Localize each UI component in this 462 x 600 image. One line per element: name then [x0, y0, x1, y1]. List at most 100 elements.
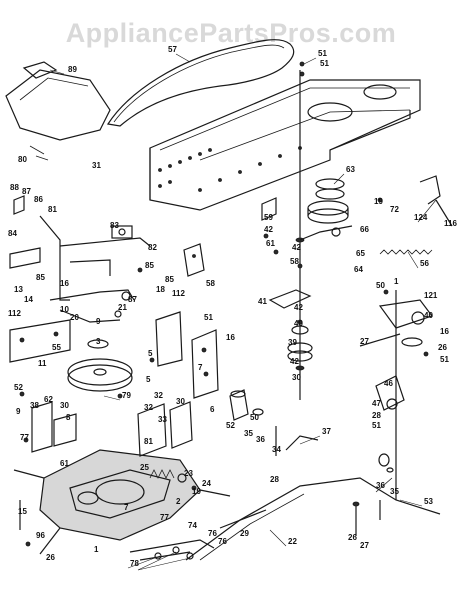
part-callout-40: 40	[294, 319, 303, 328]
part-callout-47: 47	[372, 399, 381, 408]
bushings	[229, 389, 264, 421]
part-callout-19: 19	[192, 487, 201, 496]
part-callout-7: 7	[198, 363, 203, 372]
part-callout-64: 64	[354, 265, 363, 274]
part-callout-52: 52	[14, 383, 23, 392]
part-callout-21: 21	[118, 303, 127, 312]
part-callout-7: 7	[124, 503, 129, 512]
part-callout-83: 83	[110, 221, 119, 230]
part-callout-36: 36	[256, 435, 265, 444]
part-callout-76: 76	[208, 529, 217, 538]
chassis-frame	[149, 79, 421, 211]
part-callout-34: 34	[272, 445, 281, 454]
part-callout-2: 2	[176, 497, 181, 506]
part-callout-52: 52	[226, 421, 235, 430]
part-callout-51: 51	[440, 355, 449, 364]
part-callout-1: 1	[394, 277, 399, 286]
part-callout-87: 87	[22, 187, 31, 196]
part-callout-42: 42	[290, 357, 299, 366]
lower-linkage	[129, 539, 215, 561]
part-callout-51: 51	[318, 49, 327, 58]
bracket-58	[183, 243, 205, 277]
part-callout-35: 35	[390, 487, 399, 496]
part-callout-51: 51	[320, 59, 329, 68]
part-callout-18: 18	[156, 285, 165, 294]
part-callout-82: 82	[148, 243, 157, 252]
part-callout-30: 30	[292, 373, 301, 382]
part-callout-77: 77	[20, 433, 29, 442]
part-callout-6: 6	[210, 405, 215, 414]
part-callout-9: 9	[16, 407, 21, 416]
part-callout-65: 65	[356, 249, 365, 258]
part-callout-79: 79	[122, 391, 131, 400]
mounting-bracket	[155, 311, 219, 399]
part-callout-20: 20	[70, 313, 79, 322]
shift-lever-assembly	[9, 195, 151, 301]
part-callout-31: 31	[92, 161, 101, 170]
part-callout-74: 74	[188, 521, 197, 530]
part-callout-66: 66	[360, 225, 369, 234]
part-callout-3: 3	[96, 337, 101, 346]
part-callout-27: 27	[360, 541, 369, 550]
part-callout-72: 72	[390, 205, 399, 214]
part-callout-85: 85	[165, 275, 174, 284]
part-callout-22: 22	[288, 537, 297, 546]
part-callout-87: 87	[128, 295, 137, 304]
part-callout-42: 42	[294, 303, 303, 312]
part-callout-59: 59	[264, 213, 273, 222]
part-callout-16: 16	[60, 279, 69, 288]
part-callout-15: 15	[18, 507, 27, 516]
belt-guide	[261, 197, 277, 221]
part-callout-85: 85	[36, 273, 45, 282]
part-callout-112: 112	[8, 309, 21, 318]
axle-brackets	[31, 401, 193, 457]
part-callout-26: 26	[348, 533, 357, 542]
part-callout-81: 81	[48, 205, 57, 214]
part-callout-112: 112	[172, 289, 185, 298]
drive-rod	[185, 477, 441, 561]
part-callout-50: 50	[250, 413, 259, 422]
part-callout-29: 29	[240, 529, 249, 538]
part-callout-28: 28	[372, 411, 381, 420]
lower-bolts	[352, 501, 360, 536]
idler-bracket	[299, 225, 353, 241]
part-callout-57: 57	[168, 45, 177, 54]
linkage-rod	[275, 426, 319, 456]
transmission-pulley	[67, 339, 133, 392]
spring-25	[149, 469, 197, 491]
part-callout-32: 32	[144, 403, 153, 412]
part-callout-58: 58	[206, 279, 215, 288]
part-callout-25: 25	[140, 463, 149, 472]
watermark-text: AppliancePartsPros.com	[66, 18, 397, 48]
part-callout-30: 30	[176, 397, 185, 406]
part-callout-51: 51	[204, 313, 213, 322]
part-callout-32: 32	[154, 391, 163, 400]
part-callout-51: 51	[372, 421, 381, 430]
part-callout-58: 58	[290, 257, 299, 266]
part-callout-42: 42	[292, 243, 301, 252]
part-callout-16: 16	[440, 327, 449, 336]
part-callout-30: 30	[60, 401, 69, 410]
part-callout-55: 55	[52, 343, 61, 352]
part-callout-10: 10	[60, 305, 69, 314]
part-callout-36: 36	[376, 481, 385, 490]
part-callout-85: 85	[145, 261, 154, 270]
part-callout-80: 80	[18, 155, 27, 164]
part-callout-14: 14	[24, 295, 33, 304]
part-callout-86: 86	[34, 195, 43, 204]
idler-arm	[268, 289, 312, 309]
part-callout-46: 46	[384, 379, 393, 388]
part-callout-5: 5	[146, 375, 151, 384]
part-callout-63: 63	[346, 165, 355, 174]
part-callout-77: 77	[160, 513, 169, 522]
part-callout-33: 33	[158, 415, 167, 424]
part-callout-35: 35	[244, 429, 253, 438]
part-callout-37: 37	[322, 427, 331, 436]
drive-belt	[106, 39, 295, 127]
part-callout-23: 23	[184, 469, 193, 478]
part-callout-84: 84	[8, 229, 17, 238]
part-callout-28: 28	[270, 475, 279, 484]
part-callout-40: 40	[424, 311, 433, 320]
